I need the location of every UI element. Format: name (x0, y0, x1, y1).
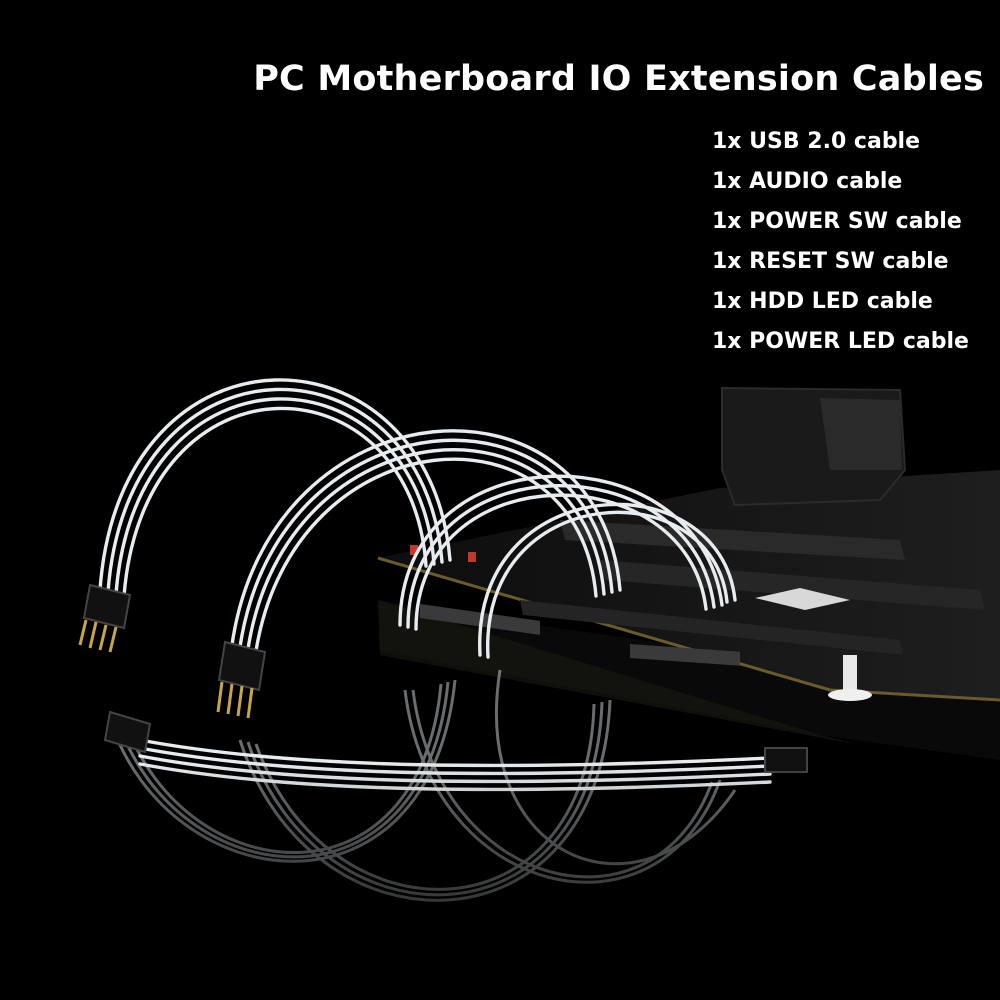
switch-connector (103, 710, 152, 754)
list-item: 1x AUDIO cable (712, 169, 903, 194)
red-header-pin (410, 545, 418, 555)
motherboard-reflection (378, 600, 1000, 760)
page-title: PC Motherboard IO Extension Cables (253, 59, 984, 100)
list-item: 1x POWER SW cable (712, 209, 962, 234)
list-item: 1x POWER LED cable (712, 329, 969, 354)
red-header-pin (468, 552, 476, 562)
usb-header-connector (78, 583, 132, 653)
cable-loop-4 (478, 502, 737, 657)
list-item: 1x USB 2.0 cable (712, 129, 921, 154)
pcie-slot (520, 600, 903, 655)
shroud-face (820, 398, 902, 470)
board-standoff (828, 655, 872, 701)
pcie-slot (560, 520, 905, 560)
list-item: 1x RESET SW cable (712, 249, 949, 274)
cable-loop-1 (98, 378, 452, 592)
package-contents-list: 1x USB 2.0 cable 1x AUDIO cable 1x POWER… (712, 122, 969, 362)
list-item: 1x HDD LED cable (712, 289, 933, 314)
board-logo (755, 588, 850, 610)
connectors (78, 583, 808, 773)
audio-header-connector (216, 640, 267, 719)
floor-fade (0, 760, 1000, 1000)
